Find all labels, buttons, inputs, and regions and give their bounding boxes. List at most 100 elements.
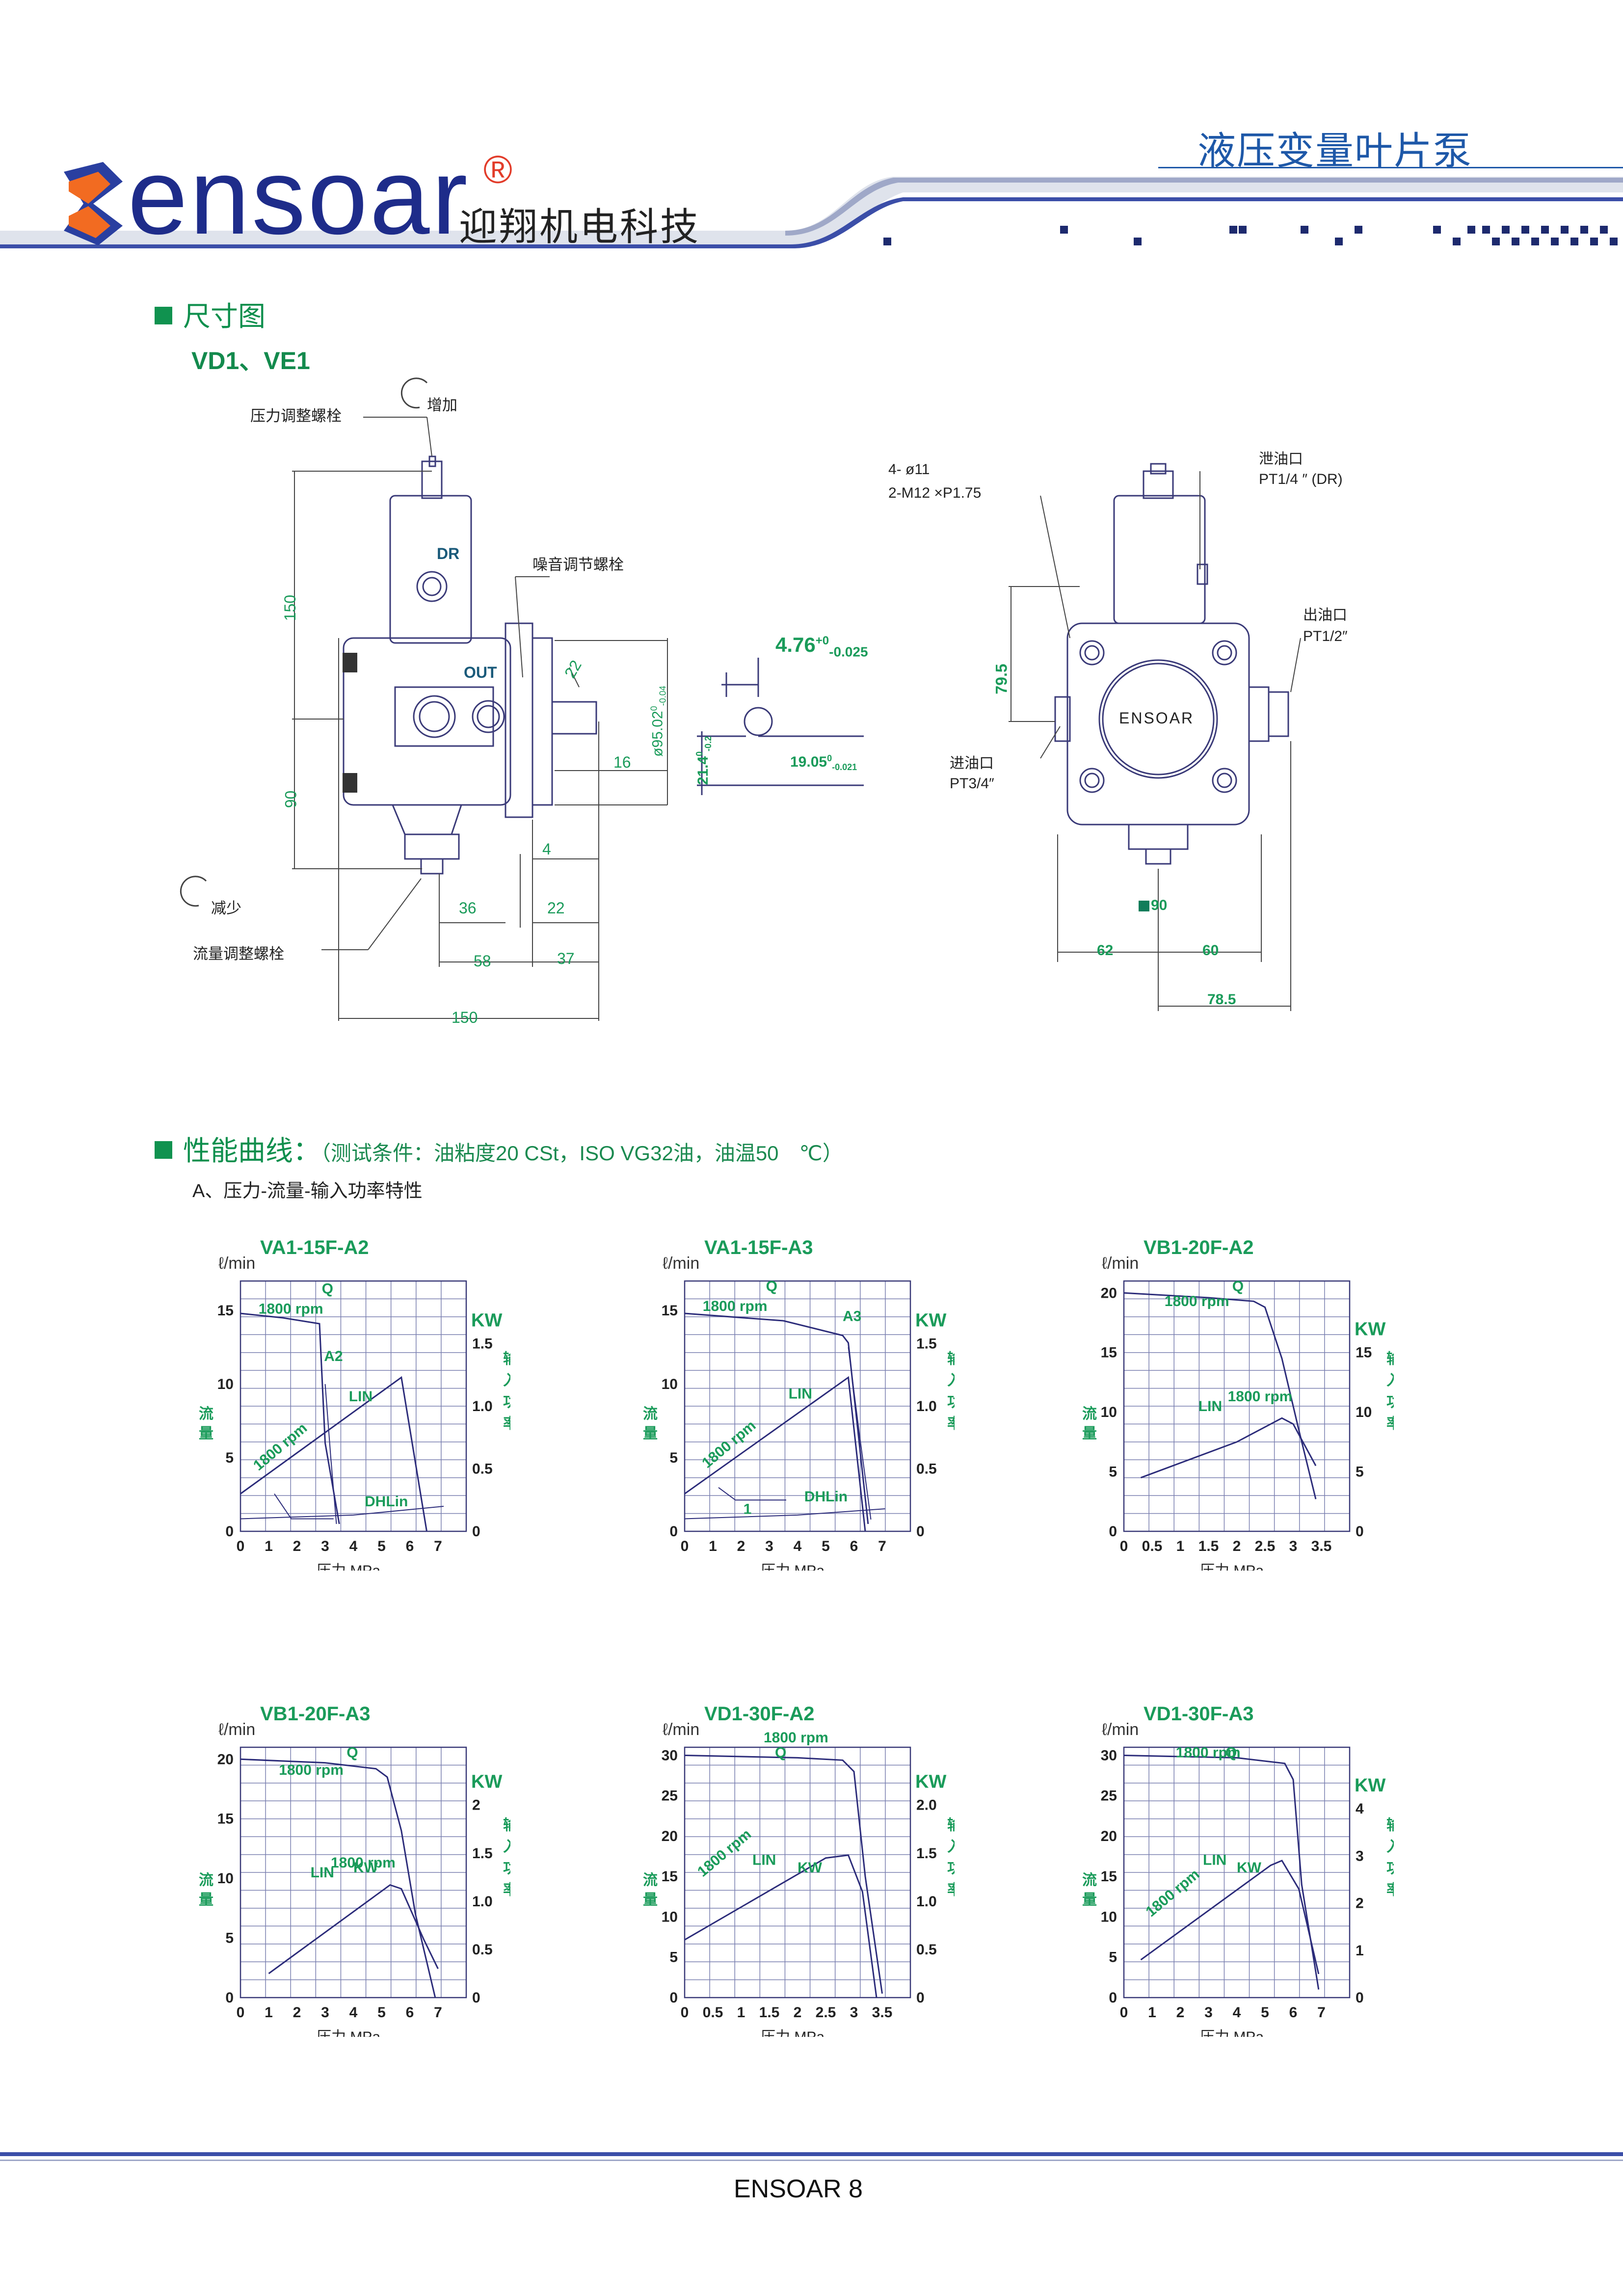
- y-axis-label: 流量: [1082, 1406, 1097, 1442]
- x-axis-label: 压力 MPa: [317, 1563, 380, 1571]
- x-tick-label: 5: [822, 1538, 830, 1554]
- plot-frame: [1123, 1746, 1351, 1999]
- x-axis-label: 压力 MPa: [1200, 1563, 1264, 1571]
- increase-label: 增加: [427, 397, 457, 414]
- x-axis-label: 压力 MPa: [761, 2029, 825, 2037]
- y2-tick-label: 4: [1356, 1801, 1364, 1817]
- plot-frame: [684, 1280, 911, 1532]
- x-tick-label: 1: [265, 1538, 273, 1554]
- x-tick-label: 6: [406, 1538, 414, 1554]
- chart-annotation: LIN: [349, 1388, 372, 1405]
- y2-axis-label: 输入功率: [503, 1817, 510, 1898]
- y-tick-label: 10: [1101, 1909, 1117, 1925]
- plot-frame: [239, 1280, 467, 1532]
- dim-79-5: 79.5: [992, 664, 1011, 694]
- x-tick-label: 0: [1120, 1538, 1128, 1554]
- series-line-q: [1123, 1755, 1320, 1990]
- chart-annotation: KW: [798, 1860, 823, 1876]
- x-tick-label: 1: [265, 2004, 273, 2021]
- y-tick-label: 5: [1109, 1949, 1117, 1966]
- y-unit-label: ℓ/min: [1102, 1254, 1139, 1273]
- x-tick-label: 1: [709, 1538, 717, 1554]
- drain-spec: PT1/4 ″ (DR): [1259, 471, 1343, 487]
- series-line-1: [718, 1487, 786, 1501]
- x-tick-label: 1.5: [759, 2004, 780, 2021]
- y-tick-label: 20: [217, 1751, 234, 1767]
- y-axis-label: 流量: [643, 1406, 658, 1442]
- y2-axis-label: 输入功率: [947, 1817, 955, 1898]
- thread-label: 2-M12 ×P1.75: [888, 485, 982, 501]
- y-tick-label: 5: [225, 1930, 234, 1947]
- out-label: OUT: [464, 664, 497, 681]
- y2-tick-label: 2: [1356, 1896, 1364, 1912]
- plot-frame: [1123, 1280, 1351, 1532]
- registered-mark: ®: [483, 148, 512, 191]
- y2-tick-label: 1.0: [916, 1894, 937, 1910]
- y-tick-label: 20: [1101, 1828, 1117, 1844]
- header: ensoar ® 迎翔机电科技 液压变量叶片泵: [0, 0, 1623, 265]
- y-tick-label: 5: [669, 1450, 678, 1466]
- y-tick-label: 0: [1109, 1990, 1117, 2006]
- holes-label: 4- ø11: [888, 461, 930, 478]
- y2-tick-label: 10: [1356, 1404, 1372, 1420]
- chart-annotation: LIN: [311, 1865, 334, 1881]
- chart-annotation: DHLin: [804, 1489, 848, 1505]
- y-tick-label: 30: [662, 1747, 678, 1763]
- x-tick-label: 7: [1317, 2004, 1326, 2021]
- chart-title: VB1-20F-A3: [260, 1703, 371, 1725]
- y2-unit-label: KW: [915, 1772, 946, 1792]
- company-name: 迎翔机电科技: [459, 205, 701, 248]
- plot-frame: [684, 1746, 911, 1999]
- model-label: VD1、VE1: [191, 347, 310, 374]
- y-tick-label: 0: [225, 1990, 234, 2006]
- x-axis-label: 压力 MPa: [1200, 2029, 1264, 2037]
- chart-annotation: KW: [353, 1860, 378, 1876]
- x-tick-label: 3.5: [872, 2004, 893, 2021]
- y-tick-label: 10: [217, 1870, 234, 1887]
- y2-tick-label: 1.0: [916, 1398, 937, 1415]
- outlet-spec: PT1/2″: [1303, 628, 1348, 644]
- y-tick-label: 25: [1101, 1788, 1117, 1804]
- chart-annotation: Q: [322, 1281, 333, 1297]
- y-unit-label: ℓ/min: [663, 1720, 699, 1739]
- y2-tick-label: 0.5: [916, 1461, 937, 1477]
- dim-90-front: 90: [1151, 897, 1168, 913]
- y-unit-label: ℓ/min: [663, 1254, 699, 1273]
- chart-annotation: 1800 rpm: [1176, 1744, 1241, 1761]
- chart-title: VD1-30F-A2: [704, 1703, 815, 1725]
- x-tick-label: 4: [794, 1538, 802, 1554]
- chart-annotation: LIN: [1198, 1398, 1222, 1415]
- product-title: 液压变量叶片泵: [1197, 129, 1473, 172]
- y-tick-label: 15: [217, 1811, 234, 1827]
- bullet-square: [155, 307, 172, 325]
- series-line-q: [1123, 1292, 1317, 1499]
- x-tick-label: 0: [237, 2004, 245, 2021]
- y-tick-label: 0: [1109, 1523, 1117, 1540]
- y2-axis-label: 输入功率: [1386, 1817, 1394, 1898]
- y-tick-label: 0: [669, 1523, 678, 1540]
- chart-annotation: Q: [766, 1278, 777, 1294]
- y-tick-label: 15: [662, 1303, 678, 1319]
- chart-annotation: DHLin: [365, 1494, 408, 1510]
- y2-tick-label: 0.5: [472, 1461, 493, 1477]
- chart-annotation: 1800 rpm: [331, 1855, 396, 1871]
- ensoar-casting-label: ENSOAR: [1119, 709, 1195, 727]
- y2-tick-label: 0: [472, 1990, 480, 2006]
- y-axis-label: 流量: [199, 1872, 213, 1908]
- series-line-q: [240, 1758, 436, 1998]
- performance-section-title: 性能曲线：（测试条件：油粘度20 CSt，ISO VG32油，油温50 ℃）: [155, 1129, 843, 1169]
- flow-bolt-label: 流量调整螺栓: [193, 945, 284, 962]
- footer-page-label: ENSOAR 8: [734, 2175, 863, 2203]
- inlet-spec: PT3/4″: [950, 775, 994, 792]
- footer-rule-thin: [0, 2160, 1623, 2161]
- chart-annotation: 1800 rpm: [259, 1301, 323, 1317]
- y-tick-label: 5: [225, 1450, 234, 1466]
- series-line-lin: [1140, 1417, 1317, 1479]
- y-tick-label: 0: [225, 1523, 234, 1540]
- y-axis-label: 流量: [199, 1406, 213, 1442]
- inlet-label: 进油口: [950, 755, 994, 772]
- ensoar-logo-icon: [64, 162, 123, 245]
